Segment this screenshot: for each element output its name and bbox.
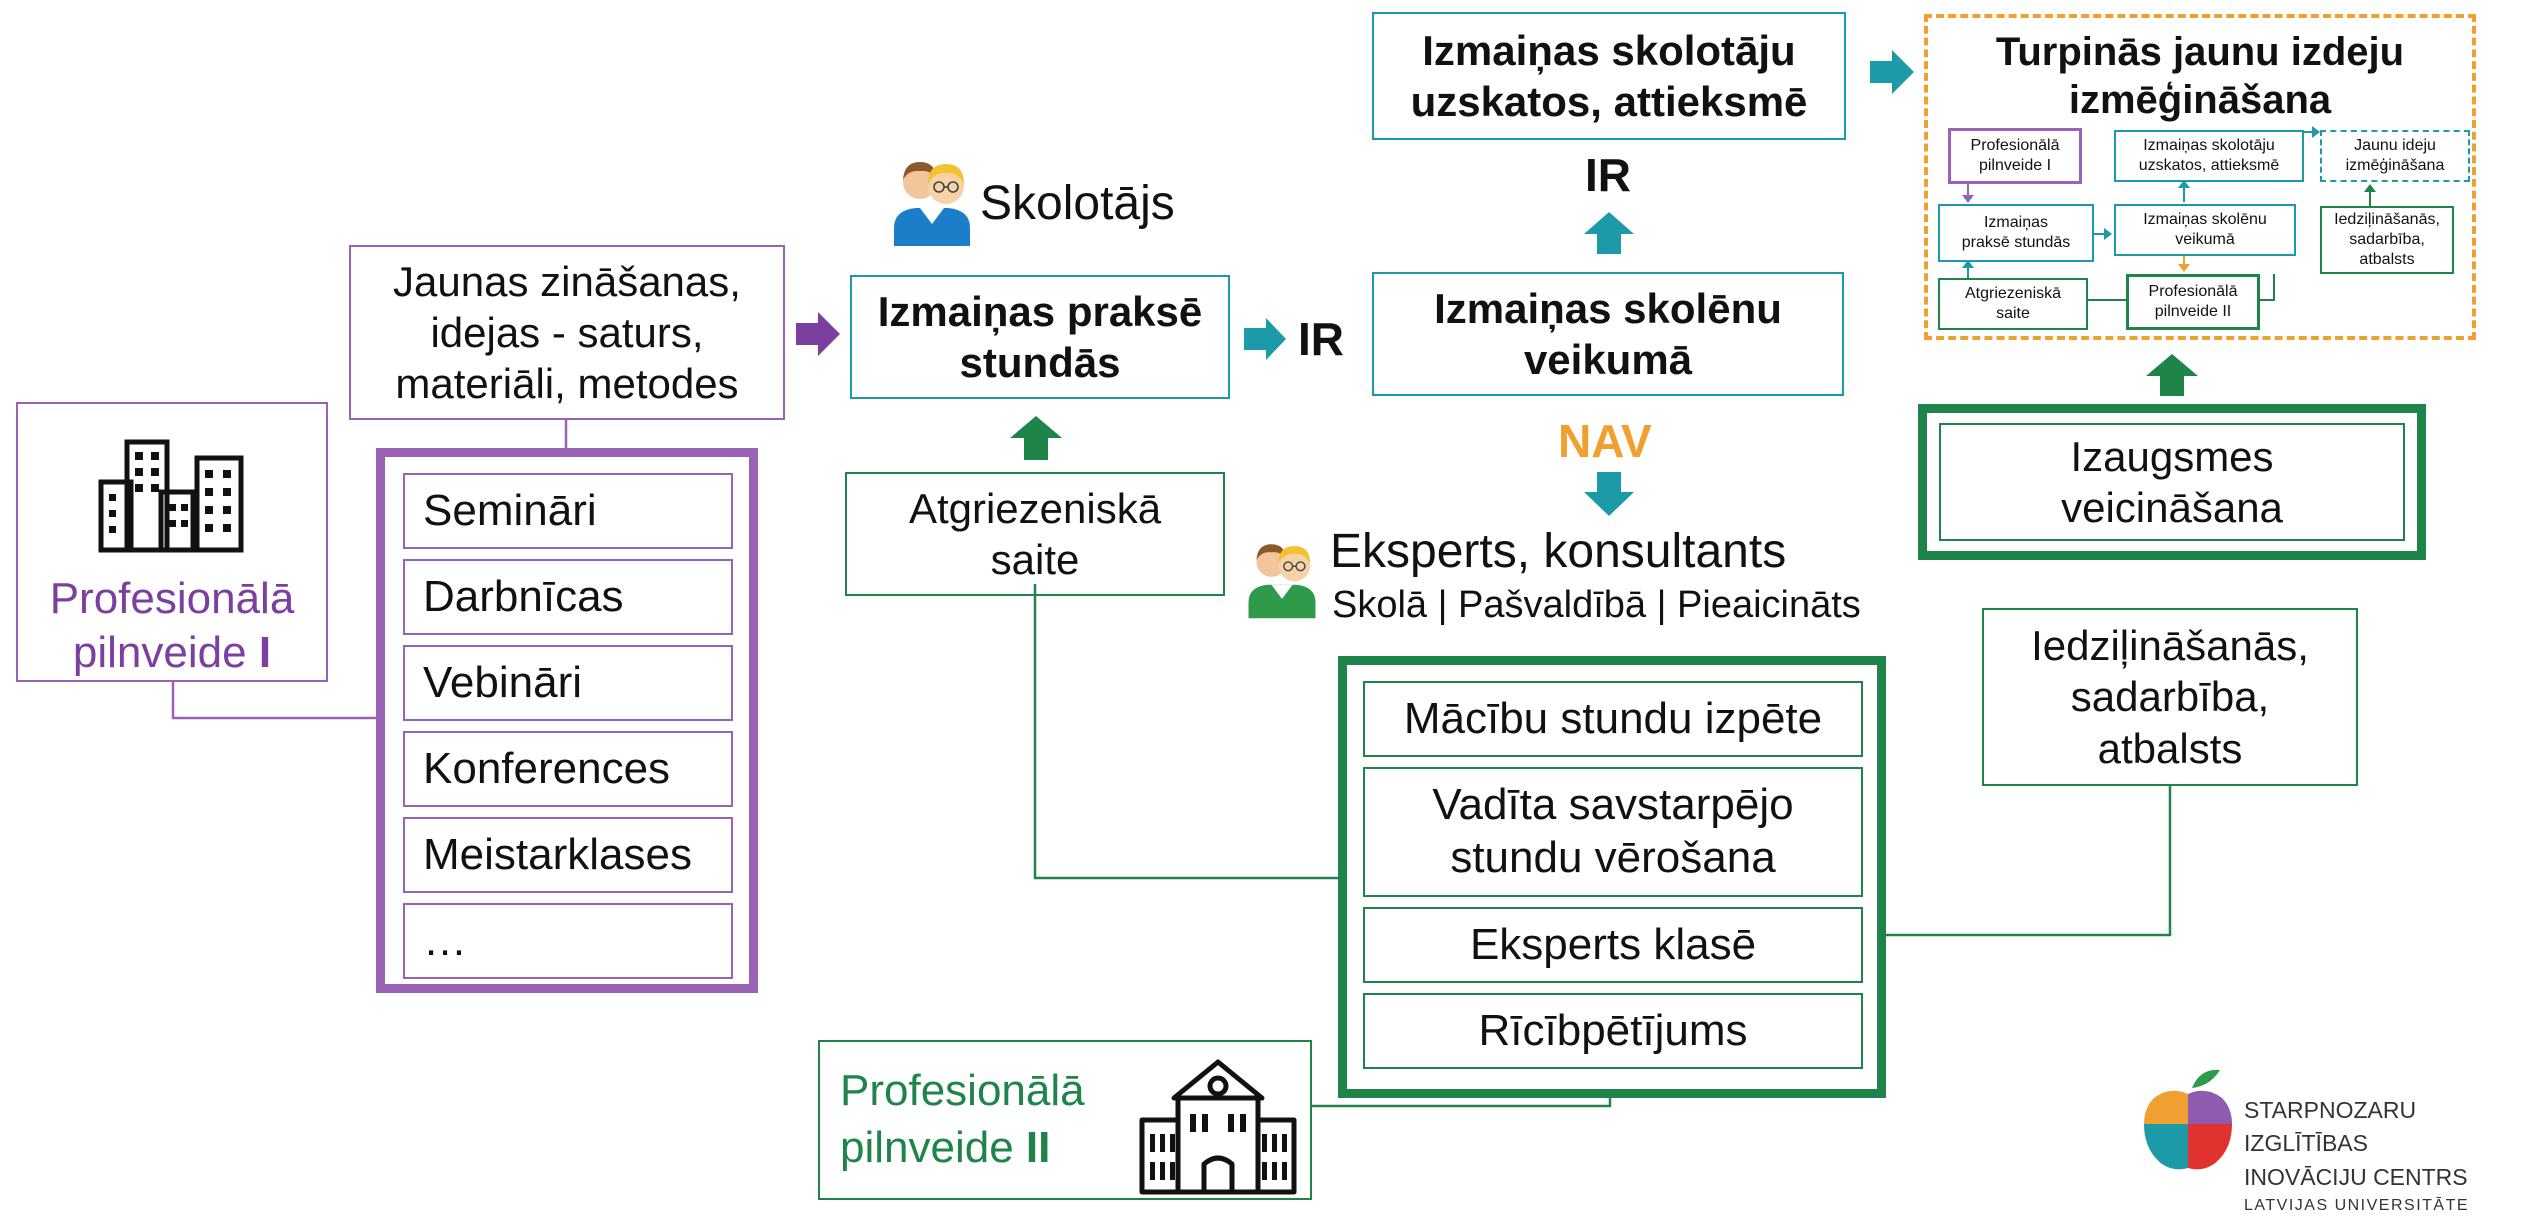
deepening-line1: Iedziļināšanās, bbox=[2031, 622, 2309, 670]
prof1-line1: Profesionālā bbox=[49, 574, 295, 623]
mini-prof2-a: Profesionālā bbox=[2148, 283, 2238, 300]
mini-deepening-c: atbalsts bbox=[2359, 251, 2415, 268]
content-line1: Jaunas zināšanas, bbox=[393, 257, 741, 305]
attitudes-box: Izmaiņas skolotāju uzskatos, attieksmē bbox=[1372, 12, 1846, 140]
mini-attitudes: Izmaiņas skolotāju uzskatos, attieksmē bbox=[2114, 130, 2304, 182]
mini-prof2: Profesionālā pilnveide II bbox=[2126, 274, 2260, 330]
green-up-arrow-icon bbox=[1010, 416, 1062, 460]
teal-arrow-icon-2 bbox=[1870, 50, 1914, 94]
sic-logo-icon bbox=[2144, 1069, 2232, 1170]
nav-label: NAV bbox=[1558, 415, 1652, 467]
mini-prof1-a: Profesionālā bbox=[1970, 137, 2060, 154]
deepening-line3: atbalsts bbox=[2097, 724, 2243, 772]
format-item: Darbnīcas bbox=[403, 559, 733, 635]
format-item: Semināri bbox=[403, 473, 733, 549]
format-item: … bbox=[403, 903, 733, 979]
continue-box: Turpinās jaunu izdeju izmēģināšana Profe… bbox=[1924, 14, 2476, 340]
prof2-numeral: II bbox=[1025, 1123, 1051, 1173]
mini-feedback-a: Atgriezeniskā bbox=[1964, 285, 2062, 302]
mini-new-ideas: Jaunu ideju izmēģināšana bbox=[2320, 130, 2470, 182]
attitudes-line1: Izmaiņas skolotāju bbox=[1422, 26, 1796, 74]
prof2-box: Profesionālā pilnveide II bbox=[818, 1040, 1312, 1200]
mini-new-ideas-b: izmēģināšana bbox=[2345, 157, 2445, 174]
method-item: Mācību stundu izpēte bbox=[1363, 681, 1863, 757]
prof1-numeral: I bbox=[258, 627, 272, 677]
practice-line1: Izmaiņas praksē bbox=[877, 287, 1203, 335]
format-item: Konferences bbox=[403, 731, 733, 807]
deepening-box: Iedziļināšanās, sadarbība, atbalsts bbox=[1982, 608, 2358, 786]
deepening-connector bbox=[1885, 784, 2172, 937]
connector-lines bbox=[171, 420, 2172, 1108]
school-building-icon bbox=[1139, 1059, 1297, 1195]
mini-feedback: Atgriezeniskā saite bbox=[1938, 278, 2088, 330]
mini-new-ideas-a: Jaunu ideju bbox=[2354, 137, 2436, 154]
format-item: Meistarklases bbox=[403, 817, 733, 893]
formats-list: Semināri Darbnīcas Vebināri Konferences … bbox=[376, 448, 758, 993]
continue-line1: Turpinās jaunu izdeju bbox=[1995, 30, 2405, 74]
mini-practice: Izmaiņas praksē stundās bbox=[1938, 204, 2094, 262]
teal-down-arrow-icon bbox=[1584, 472, 1634, 516]
logo-line3: LATVIJAS UNIVERSITĀTE bbox=[2244, 1197, 2470, 1215]
mini-diagram-links bbox=[1962, 126, 2376, 301]
practice-box: Izmaiņas praksē stundās bbox=[850, 275, 1230, 399]
growth-line1: Izaugsmes bbox=[2070, 432, 2274, 480]
methods-list: Mācību stundu izpēte Vadīta savstarpējo … bbox=[1338, 656, 1886, 1098]
method-item: Eksperts klasē bbox=[1363, 907, 1863, 983]
mini-results-b: veikumā bbox=[2175, 231, 2235, 248]
mini-deepening-a: Iedziļināšanās, bbox=[2334, 211, 2440, 228]
mini-practice-b: praksē stundās bbox=[1961, 234, 2071, 251]
purple-arrow-icon bbox=[796, 312, 840, 356]
mini-attitudes-b: uzskatos, attieksmē bbox=[2138, 157, 2280, 174]
prof2-line2: pilnveide bbox=[840, 1123, 1014, 1173]
feedback-line1: Atgriezeniskā bbox=[908, 484, 1162, 532]
prof2-line1: Profesionālā bbox=[840, 1066, 1085, 1115]
prof1-connector bbox=[171, 680, 380, 720]
logo-line1: STARPNOZARU IZGLĪTĪBAS bbox=[2244, 1097, 2417, 1157]
ir-label-1: IR bbox=[1298, 313, 1344, 365]
mini-practice-a: Izmaiņas bbox=[1983, 214, 2049, 231]
results-line2: veikumā bbox=[1523, 336, 1693, 383]
format-item: Vebināri bbox=[403, 645, 733, 721]
growth-line2: veicināšana bbox=[2061, 484, 2283, 531]
mini-deepening-b: sadarbība, bbox=[2349, 231, 2425, 248]
ir-label-2: IR bbox=[1585, 149, 1631, 201]
mini-prof2-b: pilnveide II bbox=[2154, 303, 2232, 320]
feedback-connector bbox=[1033, 584, 1346, 880]
expert-subtitle: Skolā | Pašvaldībā | Pieaicināts bbox=[1332, 584, 1861, 626]
method-item: Rīcībpētījums bbox=[1363, 993, 1863, 1069]
prof1-box: Profesionālā pilnveide I bbox=[16, 402, 328, 682]
mini-feedback-b: saite bbox=[1996, 305, 2030, 322]
content-line2: idejas - saturs, bbox=[430, 308, 704, 356]
mini-deepening: Iedziļināšanās, sadarbība, atbalsts bbox=[2320, 206, 2454, 274]
method-line-a: Vadīta savstarpējo bbox=[1432, 780, 1794, 830]
logo-line2: INOVĀCIJU CENTRS bbox=[2244, 1163, 2468, 1190]
deepening-line2: sadarbība, bbox=[2070, 673, 2270, 721]
office-buildings-icon bbox=[98, 439, 244, 553]
green-up-arrow-icon-2 bbox=[2146, 354, 2198, 396]
content-box: Jaunas zināšanas, idejas - saturs, mater… bbox=[349, 245, 785, 420]
teal-arrow-icon bbox=[1244, 318, 1286, 360]
mini-attitudes-a: Izmaiņas skolotāju bbox=[2143, 137, 2275, 154]
teachers-icon bbox=[894, 162, 970, 246]
mini-results: Izmaiņas skolēnu veikumā bbox=[2114, 204, 2296, 256]
continue-line2: izmēģināšana bbox=[2068, 78, 2332, 122]
method-line-b: stundu vērošana bbox=[1450, 833, 1776, 882]
attitudes-line2: uzskatos, attieksmē bbox=[1410, 78, 1808, 125]
teacher-label: Skolotājs bbox=[980, 177, 1175, 230]
expert-title: Eksperts, konsultants bbox=[1330, 525, 1787, 578]
practice-line2: stundās bbox=[959, 339, 1121, 386]
mini-prof1: Profesionālā pilnveide I bbox=[1948, 128, 2082, 184]
content-line3: materiāli, metodes bbox=[395, 360, 739, 408]
results-box: Izmaiņas skolēnu veikumā bbox=[1372, 272, 1844, 396]
mini-prof1-b: pilnveide I bbox=[1978, 157, 2052, 174]
results-line1: Izmaiņas skolēnu bbox=[1434, 284, 1782, 332]
prof1-line2: pilnveide bbox=[72, 627, 247, 677]
feedback-line2: saite bbox=[990, 536, 1080, 583]
experts-icon bbox=[1248, 544, 1316, 619]
mini-results-a: Izmaiņas skolēnu bbox=[2143, 211, 2267, 228]
method-item: Vadīta savstarpējo stundu vērošana bbox=[1363, 767, 1863, 897]
growth-box: Izaugsmes veicināšana bbox=[1918, 404, 2426, 560]
feedback-box: Atgriezeniskā saite bbox=[845, 472, 1225, 596]
teal-up-arrow-icon bbox=[1584, 212, 1634, 254]
